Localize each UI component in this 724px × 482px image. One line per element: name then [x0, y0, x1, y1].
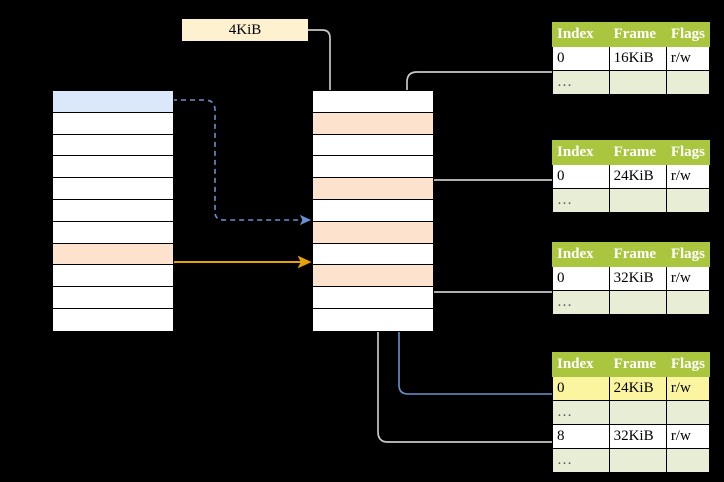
physical-frame-row[interactable]	[313, 178, 433, 200]
virtual-page-row[interactable]	[53, 91, 173, 113]
column-header-index: Index	[552, 242, 610, 267]
size-label: 4KiB	[182, 19, 308, 41]
virtual-page-row[interactable]	[53, 156, 173, 179]
physical-frame-row[interactable]	[313, 199, 433, 222]
table-row[interactable]: 0 24KiB r/w	[552, 164, 711, 189]
physical-frame-row[interactable]	[313, 91, 433, 113]
virtual-address-column	[52, 90, 174, 332]
column-header-frame: Frame	[608, 22, 667, 47]
cell-frame: 24KiB	[608, 164, 667, 189]
table-row-highlighted[interactable]: 0 24KiB r/w	[552, 376, 711, 401]
physical-frame-row[interactable]	[313, 134, 433, 157]
table-row-ellipsis: …	[552, 448, 711, 473]
virtual-page-row[interactable]	[53, 243, 173, 266]
cell-index: …	[552, 448, 610, 473]
column-header-flags: Flags	[665, 242, 711, 267]
table-header-row: Index Frame Flags	[552, 22, 711, 47]
cell-frame: 32KiB	[608, 424, 667, 449]
cell-flags	[665, 188, 711, 213]
table-header-row: Index Frame Flags	[552, 140, 711, 165]
cell-index: …	[552, 70, 610, 95]
cell-flags: r/w	[665, 46, 711, 71]
cell-frame: 32KiB	[608, 266, 667, 291]
virtual-page-row[interactable]	[53, 112, 173, 135]
physical-frame-row[interactable]	[313, 265, 433, 288]
physical-frame-row[interactable]	[313, 308, 433, 331]
table-row[interactable]: 0 32KiB r/w	[552, 266, 711, 291]
virtual-page-row[interactable]	[53, 221, 173, 244]
page-table-4: Index Frame Flags 0 24KiB r/w … 8 32KiB …	[552, 352, 711, 473]
cell-flags: r/w	[665, 424, 711, 449]
cell-frame	[608, 448, 667, 473]
cell-frame: 24KiB	[608, 376, 667, 401]
table-row-ellipsis: …	[552, 290, 711, 315]
cell-index: …	[552, 400, 610, 425]
cell-index: 0	[552, 266, 610, 291]
column-header-frame: Frame	[608, 242, 667, 267]
cell-flags: r/w	[665, 266, 711, 291]
table-row-ellipsis: …	[552, 400, 711, 425]
cell-flags	[665, 448, 711, 473]
virtual-page-row[interactable]	[53, 199, 173, 222]
physical-frame-row[interactable]	[313, 221, 433, 244]
column-header-index: Index	[552, 140, 610, 165]
table-row[interactable]: 0 16KiB r/w	[552, 46, 711, 71]
physical-frame-row[interactable]	[313, 243, 433, 266]
page-table-1: Index Frame Flags 0 16KiB r/w …	[552, 22, 711, 95]
physical-frame-row[interactable]	[313, 156, 433, 179]
cell-frame	[608, 290, 667, 315]
column-header-flags: Flags	[665, 352, 711, 377]
column-header-frame: Frame	[608, 352, 667, 377]
table-row-ellipsis: …	[552, 70, 711, 95]
cell-flags	[665, 290, 711, 315]
table-header-row: Index Frame Flags	[552, 352, 711, 377]
column-header-flags: Flags	[665, 22, 711, 47]
connector-table2-to-frame6	[414, 179, 552, 226]
cell-frame	[608, 70, 667, 95]
cell-index: 0	[552, 46, 610, 71]
virtual-page-row[interactable]	[53, 134, 173, 157]
physical-frame-row[interactable]	[313, 112, 433, 135]
page-table-2: Index Frame Flags 0 24KiB r/w …	[552, 140, 711, 213]
cell-index: 0	[552, 376, 610, 401]
cell-flags	[665, 400, 711, 425]
table-header-row: Index Frame Flags	[552, 242, 711, 267]
connector-vpage0-to-frame6	[172, 99, 312, 226]
cell-index: …	[552, 290, 610, 315]
column-header-index: Index	[552, 22, 610, 47]
virtual-page-row[interactable]	[53, 265, 173, 288]
physical-memory-column	[312, 90, 434, 332]
virtual-page-row[interactable]	[53, 287, 173, 309]
cell-index: 8	[552, 424, 610, 449]
cell-frame	[608, 400, 667, 425]
column-header-flags: Flags	[665, 140, 711, 165]
virtual-page-row[interactable]	[53, 308, 173, 331]
page-table-3: Index Frame Flags 0 32KiB r/w …	[552, 242, 711, 315]
cell-index: …	[552, 188, 610, 213]
cell-frame	[608, 188, 667, 213]
column-header-index: Index	[552, 352, 610, 377]
table-row-ellipsis: …	[552, 188, 711, 213]
cell-flags	[665, 70, 711, 95]
cell-frame: 16KiB	[608, 46, 667, 71]
virtual-page-row[interactable]	[53, 178, 173, 200]
size-label-text: 4KiB	[228, 21, 262, 38]
column-header-frame: Frame	[608, 140, 667, 165]
cell-index: 0	[552, 164, 610, 189]
cell-flags: r/w	[665, 164, 711, 189]
table-row[interactable]: 8 32KiB r/w	[552, 424, 711, 449]
physical-frame-row[interactable]	[313, 287, 433, 309]
cell-flags: r/w	[665, 376, 711, 401]
